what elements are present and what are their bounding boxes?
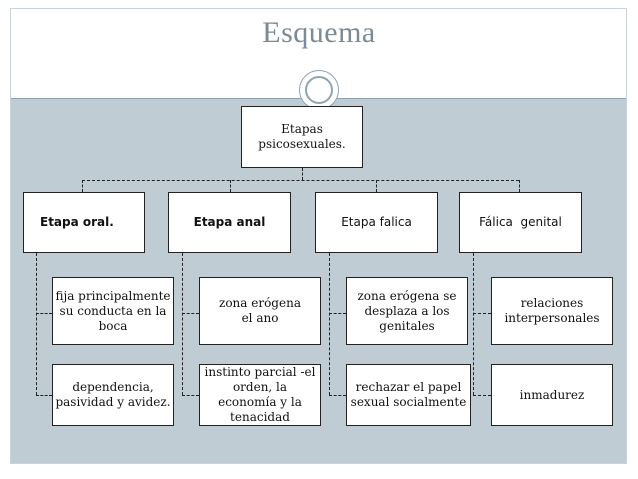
oral-detail-2: dependencia, pasividad y avidez. xyxy=(52,364,174,426)
anal-detail-1-text: zona erógena el ano xyxy=(219,296,301,325)
branch-genital-1 xyxy=(473,313,491,314)
falica-detail-2: rechazar el papel sexual socialmente xyxy=(346,364,471,426)
falica-detail-1-text: zona erógena se desplaza a los genitales xyxy=(357,288,457,333)
stage-genital-label: Fálica genital xyxy=(479,215,562,229)
falica-detail-1: zona erógena se desplaza a los genitales xyxy=(346,277,468,345)
connector-root-down xyxy=(302,168,303,180)
anal-detail-2-text: instinto parcial -el orden, la economía … xyxy=(204,365,316,424)
stage-genital-node: Fálica genital xyxy=(459,192,582,253)
connector-stage-bus xyxy=(82,180,519,181)
stage-anal-label: Etapa anal xyxy=(193,215,266,229)
connector-stage-4 xyxy=(519,180,520,192)
oral-detail-1-text: fija principalmente su conducta en la bo… xyxy=(55,288,171,333)
spine-genital xyxy=(473,253,474,395)
branch-oral-2 xyxy=(36,395,52,396)
anal-detail-1: zona erógena el ano xyxy=(199,277,321,345)
bottom-margin xyxy=(0,470,638,479)
branch-falica-1 xyxy=(329,313,346,314)
genital-detail-1-text: relaciones interpersonales xyxy=(504,296,600,325)
spine-oral xyxy=(36,253,37,395)
genital-detail-2-text: inmadurez xyxy=(519,387,585,402)
falica-detail-2-text: rechazar el papel sexual socialmente xyxy=(350,380,467,409)
stage-falica-label: Etapa falica xyxy=(341,215,412,229)
connector-stage-2 xyxy=(230,180,231,192)
oral-detail-2-text: dependencia, pasividad y avidez. xyxy=(55,380,171,409)
spine-anal xyxy=(182,253,183,395)
genital-detail-2: inmadurez xyxy=(491,364,613,426)
spine-falica xyxy=(329,253,330,395)
connector-stage-1 xyxy=(82,180,83,192)
branch-oral-1 xyxy=(36,313,52,314)
stage-falica-node: Etapa falica xyxy=(315,192,438,253)
slide-title: Esquema xyxy=(262,16,376,49)
branch-anal-1 xyxy=(182,313,199,314)
branch-anal-2 xyxy=(182,395,199,396)
root-node-label: Etapas psicosexuales. xyxy=(258,122,346,151)
connector-stage-3 xyxy=(376,180,377,192)
oral-detail-1: fija principalmente su conducta en la bo… xyxy=(52,277,174,345)
stage-oral-label: Etapa oral. xyxy=(40,215,114,229)
stage-anal-node: Etapa anal xyxy=(168,192,291,253)
branch-genital-2 xyxy=(473,395,491,396)
genital-detail-1: relaciones interpersonales xyxy=(491,277,613,345)
anal-detail-2: instinto parcial -el orden, la economía … xyxy=(199,364,321,426)
stage-oral-node: Etapa oral. xyxy=(23,192,145,253)
branch-falica-2 xyxy=(329,395,346,396)
root-node: Etapas psicosexuales. xyxy=(241,106,363,168)
circle-ornament-inner xyxy=(305,76,333,104)
